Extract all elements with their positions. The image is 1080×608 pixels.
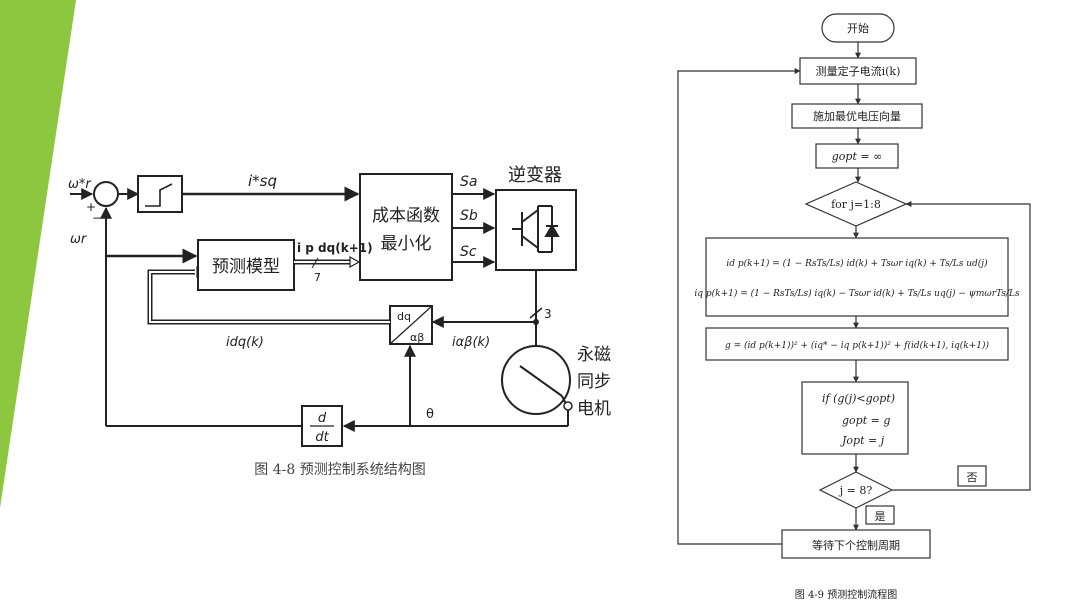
plus-sign: + <box>86 200 96 214</box>
flow-no-box <box>957 465 987 487</box>
cost-block-line1: 成本函数 <box>372 206 440 226</box>
flow-if-box <box>801 381 909 455</box>
ddt-denominator: dt <box>315 430 329 445</box>
flow-yes-label: 是 <box>875 510 886 523</box>
inverter-label: 逆变器 <box>508 165 562 186</box>
i-alphabeta-label: iαβ(k) <box>452 335 490 350</box>
flow-cost-label: g = (id p(k+1))² + (iq* − iq p(k+1))² + … <box>725 340 990 351</box>
idq-k-label: idq(k) <box>226 335 264 350</box>
flow-wait-label: 等待下个控制周期 <box>812 538 900 552</box>
ddt-numerator: d <box>318 411 327 426</box>
sc-label: Sc <box>460 244 477 260</box>
left-figure-caption: 图 4-8 预测控制系统结构图 <box>254 462 425 478</box>
omega-feedback-label: ωr <box>70 232 88 247</box>
bus-3-label: 3 <box>544 307 552 321</box>
motor-label-2: 同步 <box>577 372 611 392</box>
flow-gopt-box <box>815 143 899 169</box>
flow-if-label: if (g(j)<gopt) <box>822 392 895 405</box>
flow-no-label: 否 <box>967 471 978 484</box>
flow-gopt-label: gopt = ∞ <box>832 150 883 163</box>
flow-assign-g: gopt = g <box>842 414 890 427</box>
motor-label-3: 电机 <box>577 399 611 419</box>
flow-start-label: 开始 <box>847 21 869 35</box>
inverter-block <box>495 189 577 271</box>
flow-apply-label: 施加最优电压向量 <box>813 109 901 123</box>
slide-accent-bar <box>0 0 76 508</box>
bus-7-label: 7 <box>314 271 321 284</box>
flow-cost-box <box>705 327 1009 361</box>
theta-label: θ <box>426 407 434 422</box>
flow-prediction-box <box>705 237 1009 317</box>
flow-for-label: for j=1:8 <box>831 198 881 211</box>
flow-j8-label: j = 8? <box>838 484 873 497</box>
motor-label-1: 永磁 <box>577 345 611 365</box>
pmsm-motor <box>501 345 571 415</box>
flow-eq-iq: iq p(k+1) = (1 − RsTs/Ls) iq(k) − Tsωr i… <box>694 288 1020 299</box>
predictive-model-block <box>197 239 295 291</box>
flow-measure-label: 测量定子电流i(k) <box>816 64 901 78</box>
flow-apply-box <box>791 103 923 129</box>
flow-eq-id: id p(k+1) = (1 − RsTs/Ls) id(k) + Tsωr i… <box>726 258 988 269</box>
sb-label: Sb <box>460 208 478 224</box>
iq-ref-label: i*sq <box>248 172 277 190</box>
flow-yes-box <box>865 505 895 525</box>
flow-assign-j: Jopt = j <box>840 434 885 447</box>
alphabeta-label: αβ <box>410 331 424 344</box>
igbt-icon <box>512 205 560 253</box>
idq-pred-label: i p dq(k+1) <box>297 241 373 255</box>
predict-block-label: 预测模型 <box>212 257 280 277</box>
limiter-icon <box>145 183 173 207</box>
dq-label: dq <box>397 310 411 323</box>
right-figure-caption: 图 4-9 预测控制流程图 <box>795 588 897 601</box>
cost-block-line2: 最小化 <box>381 234 432 254</box>
minus-sign: − <box>92 211 102 225</box>
sa-label: Sa <box>460 174 477 190</box>
